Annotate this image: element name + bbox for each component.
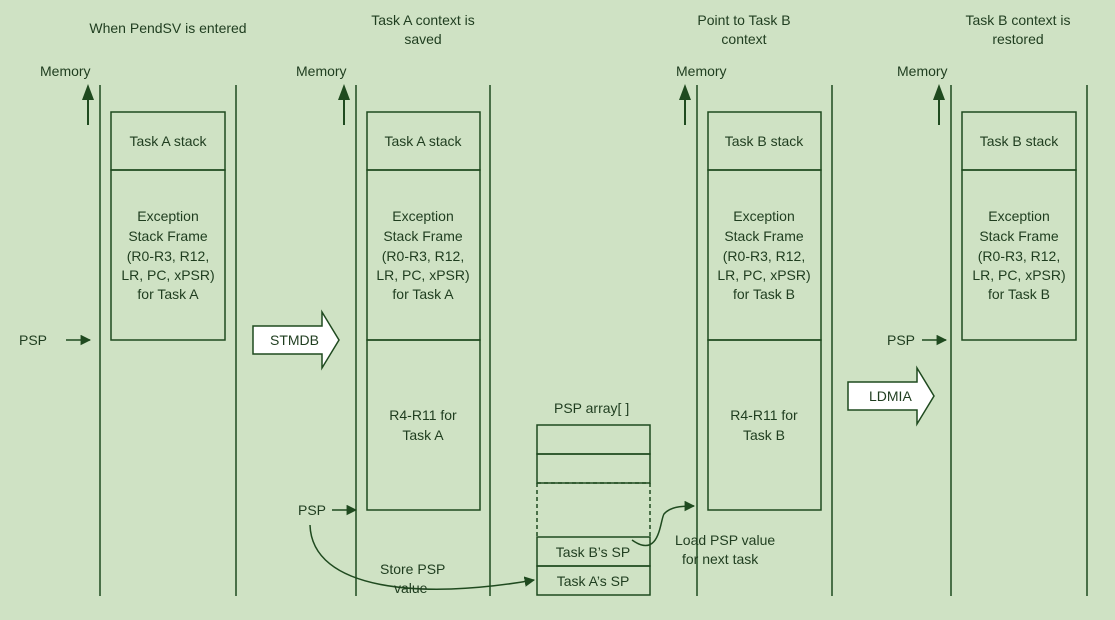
- col2-title-line: Task A context is: [371, 12, 475, 28]
- col3-title-line: Point to Task B: [697, 12, 791, 28]
- memory-up-arrow-icon: [679, 84, 691, 125]
- store-psp-annotation-line: value: [394, 580, 428, 596]
- col2-frame-line: Exception: [392, 208, 454, 224]
- col4-title-line: Task B context is: [965, 12, 1071, 28]
- col3-regs-line: R4-R11 for: [730, 407, 798, 423]
- col2-frame-line: (R0-R3, R12,: [381, 248, 465, 264]
- store-psp-annotation-line: Store PSP: [380, 561, 446, 577]
- col1-frame-line: Exception: [137, 208, 199, 224]
- col4-frame-line: Exception: [988, 208, 1050, 224]
- ldmia-label: LDMIA: [869, 388, 912, 404]
- col3-regs-box: [707, 339, 822, 511]
- col4-frame-box: [961, 169, 1077, 341]
- col3-frame-line: (R0-R3, R12,: [722, 248, 806, 264]
- stmdb-block-arrow-icon: [252, 309, 340, 371]
- col1-frame-line: for Task A: [137, 286, 199, 302]
- stmdb-label: STMDB: [270, 332, 319, 348]
- memory-arrow-icons: [82, 84, 945, 125]
- col4-frame-line: for Task B: [988, 286, 1050, 302]
- col4-frame-line: LR, PC, xPSR): [972, 267, 1066, 283]
- col1-frame-line: Stack Frame: [128, 228, 208, 244]
- col2-stack-label: Task A stack: [384, 133, 462, 149]
- col1-frame-line: LR, PC, xPSR): [121, 267, 215, 283]
- col2-regs-box: [366, 339, 481, 511]
- col3-title-line: context: [721, 31, 767, 47]
- col1-stack-label: Task A stack: [129, 133, 207, 149]
- load-psp-annotation-line: for next task: [682, 551, 759, 567]
- memory-up-arrow-icon: [933, 84, 945, 125]
- psp-array-title: PSP array[ ]: [554, 400, 630, 416]
- psp-array-slot-task-a: [536, 565, 651, 596]
- memory-up-arrow-icon: [82, 84, 94, 125]
- col2-memory-label: Memory: [296, 63, 347, 79]
- col3-frame-line: Stack Frame: [724, 228, 804, 244]
- col4-frame-line: (R0-R3, R12,: [977, 248, 1061, 264]
- col4-title-line: restored: [992, 31, 1044, 47]
- col2-regs-line: R4-R11 for: [389, 407, 457, 423]
- ldmia-block-arrow-icon: [847, 365, 935, 427]
- col4-stack-label: Task B stack: [979, 133, 1059, 149]
- col2-title-line: saved: [404, 31, 442, 47]
- psp-array-task-a-sp: Task A’s SP: [556, 573, 630, 589]
- col1-frame-line: (R0-R3, R12,: [126, 248, 210, 264]
- load-psp-curve-arrow-icon: [631, 500, 696, 547]
- col2-psp-label: PSP: [298, 502, 327, 518]
- col1-memory-label: Memory: [40, 63, 91, 79]
- col3-regs-line: Task B: [742, 427, 785, 443]
- psp-array-slot: [536, 453, 651, 484]
- col3-stack-label: Task B stack: [724, 133, 804, 149]
- col3-frame-line: Exception: [733, 208, 795, 224]
- psp-array-slot: [536, 424, 651, 455]
- col2-regs-line: Task A: [402, 427, 444, 443]
- memory-up-arrow-icon: [338, 84, 350, 125]
- col3-memory-label: Memory: [676, 63, 727, 79]
- col2-frame-line: LR, PC, xPSR): [376, 267, 470, 283]
- col1-frame-box: [110, 169, 226, 341]
- load-psp-annotation-line: Load PSP value: [675, 532, 776, 548]
- col3-frame-line: LR, PC, xPSR): [717, 267, 811, 283]
- psp-array-task-b-sp: Task B’s SP: [555, 544, 631, 560]
- col1-psp-label: PSP: [19, 332, 48, 348]
- col1-title: When PendSV is entered: [89, 20, 247, 36]
- col4-memory-label: Memory: [897, 63, 948, 79]
- col4-frame-line: Stack Frame: [979, 228, 1059, 244]
- col3-frame-line: for Task B: [733, 286, 795, 302]
- col2-frame-line: for Task A: [392, 286, 454, 302]
- col4-psp-label: PSP: [887, 332, 916, 348]
- store-psp-curve-arrow-icon: [309, 524, 536, 590]
- col2-frame-line: Stack Frame: [383, 228, 463, 244]
